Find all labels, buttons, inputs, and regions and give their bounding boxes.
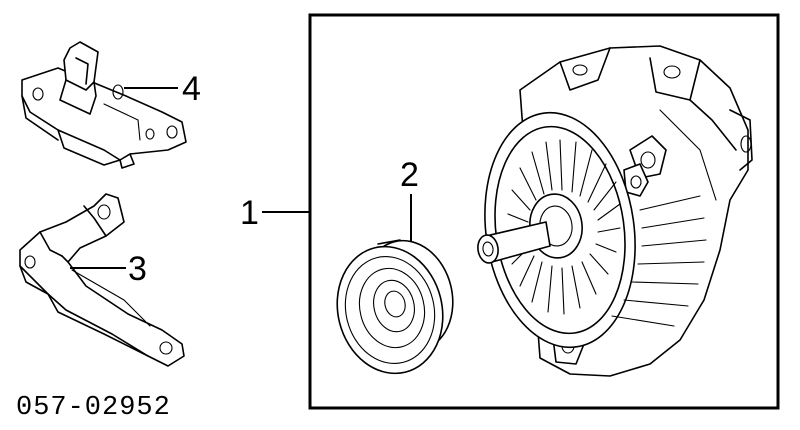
callout-3: 3 [128, 250, 147, 288]
callout-2: 2 [400, 156, 419, 194]
callout-1: 1 [240, 194, 259, 232]
callout-4: 4 [182, 70, 201, 108]
diagram-code: 057-02952 [16, 393, 171, 423]
pulley-drawing [336, 239, 454, 375]
alternator-drawing [477, 45, 753, 377]
bracket-upper-drawing [21, 41, 187, 169]
bracket-lower-drawing [19, 193, 185, 367]
